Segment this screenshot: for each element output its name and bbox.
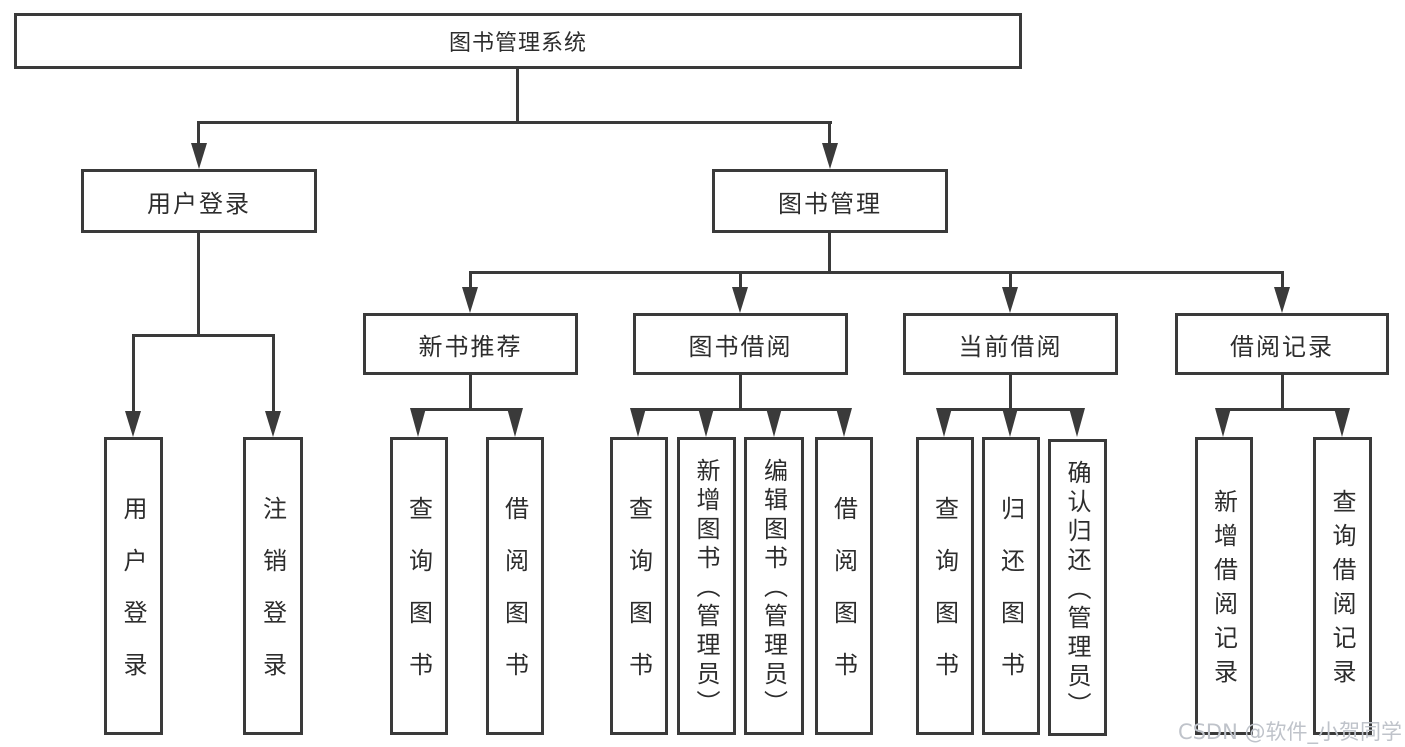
arrowhead-icon — [1069, 408, 1085, 437]
arrowhead-icon — [1334, 408, 1350, 437]
node-label: 当前借阅 — [958, 332, 1063, 361]
connector-line — [637, 408, 845, 411]
node-label: 注销登录 — [258, 496, 287, 704]
leaf-return-book: 归还图书 — [982, 437, 1040, 735]
arrowhead-icon — [265, 411, 281, 437]
arrowhead-icon — [410, 408, 426, 437]
arrowhead-icon — [766, 408, 782, 437]
node-current-borrow: 当前借阅 — [903, 313, 1118, 375]
connector-line — [133, 334, 275, 337]
leaf-edit-book-admin: 编辑图书（管理员） — [744, 437, 804, 735]
node-label: 新增借阅记录 — [1209, 489, 1238, 693]
connector-line — [1009, 375, 1012, 410]
connector-line — [828, 121, 831, 147]
leaf-query-books-1: 查询图书 — [390, 437, 448, 735]
node-label: 查询图书 — [930, 496, 959, 704]
leaf-query-borrow-record: 查询借阅记录 — [1313, 437, 1372, 735]
node-label: 新书推荐 — [418, 332, 523, 361]
arrowhead-icon — [836, 408, 852, 437]
arrowhead-icon — [1002, 408, 1018, 437]
node-book-management: 图书管理 — [712, 169, 948, 233]
leaf-logout: 注销登录 — [243, 437, 303, 735]
arrowhead-icon — [507, 408, 523, 437]
node-label: 查询借阅记录 — [1328, 489, 1356, 693]
connector-line — [739, 271, 742, 291]
connector-line — [1009, 271, 1012, 291]
leaf-borrow-books-2: 借阅图书 — [815, 437, 873, 735]
connector-line — [198, 121, 832, 124]
arrowhead-icon — [191, 143, 207, 169]
connector-line — [739, 375, 742, 410]
node-label: 借阅记录 — [1230, 332, 1334, 361]
connector-line — [197, 233, 200, 336]
node-label: 用户登录 — [119, 496, 147, 704]
node-label: 归还图书 — [996, 496, 1025, 704]
connector-line — [469, 375, 472, 410]
node-user-login: 用户登录 — [81, 169, 317, 233]
connector-line — [1222, 408, 1344, 411]
node-label: 查询图书 — [404, 496, 433, 704]
arrowhead-icon — [732, 287, 748, 313]
leaf-borrow-books-1: 借阅图书 — [486, 437, 544, 735]
connector-line — [516, 69, 519, 122]
arrowhead-icon — [1274, 287, 1290, 313]
csdn-watermark: CSDN @软件_小贺同学 — [1177, 720, 1402, 744]
arrowhead-icon — [698, 408, 714, 437]
node-borrow-records: 借阅记录 — [1175, 313, 1389, 375]
arrowhead-icon — [1002, 287, 1018, 313]
node-label: 借阅图书 — [829, 496, 858, 704]
connector-line — [828, 233, 831, 273]
arrowhead-icon — [822, 143, 838, 169]
node-label: 图书借阅 — [688, 332, 793, 361]
node-label: 图书管理系统 — [448, 31, 587, 56]
node-label: 确认归还（管理员） — [1063, 459, 1091, 721]
arrowhead-icon — [462, 287, 478, 313]
leaf-query-books-2: 查询图书 — [610, 437, 668, 735]
node-book-borrow: 图书借阅 — [633, 313, 848, 375]
node-label: 借阅图书 — [500, 496, 529, 704]
node-label: 查询图书 — [624, 496, 653, 704]
connector-line — [1281, 375, 1284, 410]
node-system-root: 图书管理系统 — [14, 13, 1022, 69]
leaf-user-login: 用户登录 — [104, 437, 163, 735]
leaf-confirm-return-admin: 确认归还（管理员） — [1048, 439, 1107, 736]
connector-line — [197, 121, 200, 147]
arrowhead-icon — [936, 408, 952, 437]
node-new-book-recommend: 新书推荐 — [363, 313, 578, 375]
leaf-query-books-3: 查询图书 — [916, 437, 974, 735]
arrowhead-icon — [1215, 408, 1231, 437]
connector-line — [272, 334, 275, 414]
node-label: 用户登录 — [147, 189, 251, 218]
node-label: 图书管理 — [778, 189, 882, 218]
arrowhead-icon — [630, 408, 646, 437]
node-label: 新增图书（管理员） — [692, 458, 720, 719]
connector-line — [470, 271, 1283, 274]
connector-line — [469, 271, 472, 291]
leaf-add-book-admin: 新增图书（管理员） — [677, 437, 736, 735]
connector-line — [417, 408, 517, 411]
connector-line — [1281, 271, 1284, 291]
connector-line — [132, 334, 135, 414]
node-label: 编辑图书（管理员） — [759, 458, 788, 719]
leaf-add-borrow-record: 新增借阅记录 — [1195, 437, 1253, 735]
arrowhead-icon — [125, 411, 141, 437]
